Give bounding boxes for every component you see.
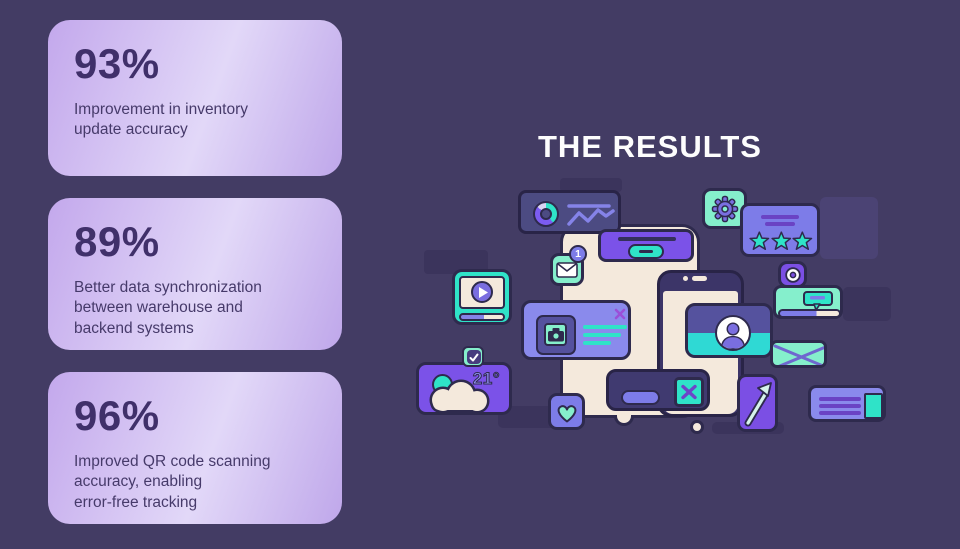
- stat-value-2: 89%: [74, 218, 160, 265]
- mail-cross-icon: [773, 344, 824, 365]
- rating-text-line: [761, 215, 799, 219]
- notification-banner: [598, 229, 694, 262]
- media-text-line: [583, 341, 611, 345]
- temperature-label: 21°: [472, 369, 500, 389]
- rating-text-line: [765, 222, 795, 226]
- contact-text-line: [819, 411, 861, 415]
- weather-card: 21°: [416, 362, 512, 415]
- heart-card: [548, 393, 585, 430]
- chat-card: [773, 285, 843, 319]
- record-icon: [784, 266, 801, 283]
- star-icon: [771, 231, 791, 251]
- stat-value-1: 93%: [74, 40, 160, 87]
- star-row: [749, 231, 813, 253]
- mail-card: [770, 340, 827, 368]
- phone-home-button: [690, 420, 704, 434]
- chat-bubble-icon: [803, 291, 833, 311]
- play-icon: [478, 286, 488, 298]
- media-text-line: [583, 325, 627, 329]
- stat-card-1: 93% Improvement in inventory update accu…: [48, 20, 342, 176]
- backdrop-shape: [498, 406, 558, 428]
- avatar-icon: [720, 322, 746, 349]
- rating-card: [740, 203, 820, 257]
- page-title: THE RESULTS: [538, 128, 762, 164]
- camera-icon: [547, 327, 564, 341]
- line-chart-icon: [567, 204, 615, 226]
- contact-text-line: [819, 404, 861, 408]
- contact-text-line: [819, 397, 861, 401]
- envelope-icon: [556, 261, 578, 278]
- stat-label-2: Better data synchronization between ware…: [74, 279, 262, 337]
- stat-card-2: 89% Better data synchronization between …: [48, 198, 342, 350]
- star-icon: [792, 231, 813, 251]
- arrow-up-right-icon: [744, 382, 772, 427]
- backdrop-shape: [820, 197, 878, 259]
- play-button: [471, 281, 493, 303]
- profile-card: [685, 303, 773, 358]
- media-thumb-frame: [536, 315, 576, 355]
- progress-bar: [778, 309, 841, 318]
- media-text-line: [583, 333, 621, 337]
- phone-home-notch: [614, 415, 634, 426]
- cloud-icon: [429, 379, 490, 414]
- backdrop-shape: [560, 178, 622, 192]
- phone-speaker: [692, 276, 707, 281]
- gear-icon: [711, 195, 738, 222]
- stat-label-1: Improvement in inventory update accuracy: [74, 101, 249, 139]
- dock-bar: [606, 369, 710, 411]
- phone-camera-dot: [683, 276, 688, 281]
- pill-dash: [639, 250, 653, 253]
- dock-button: [621, 390, 660, 405]
- heart-icon: [557, 404, 576, 422]
- media-thumb: [544, 323, 567, 346]
- star-icon: [749, 231, 770, 251]
- x-icon: [681, 384, 697, 400]
- arrow-card: [737, 374, 778, 432]
- avatar: [715, 315, 751, 351]
- gear-card: [702, 188, 747, 229]
- video-player: [452, 269, 512, 325]
- stat-label-3: Improved QR code scanning accuracy, enab…: [74, 453, 271, 511]
- banner-text-line: [618, 237, 676, 241]
- analytics-card: [518, 190, 621, 234]
- record-card: [778, 261, 807, 288]
- video-progress-bar: [459, 313, 505, 321]
- notification-badge: 1: [569, 245, 587, 263]
- stat-card-3: 96% Improved QR code scanning accuracy, …: [48, 372, 342, 524]
- banner-pill-button: [628, 244, 664, 259]
- illustration: 1: [400, 170, 900, 460]
- donut-chart-icon: [533, 201, 559, 227]
- contact-card: [808, 385, 886, 422]
- checkbox-icon: [467, 350, 481, 364]
- dock-x-button: [674, 377, 704, 407]
- stat-value-3: 96%: [74, 392, 160, 439]
- media-card: [521, 300, 631, 360]
- close-icon: [614, 308, 626, 320]
- contact-photo: [864, 393, 883, 419]
- backdrop-shape: [843, 287, 891, 321]
- checkbox-card: [462, 346, 484, 367]
